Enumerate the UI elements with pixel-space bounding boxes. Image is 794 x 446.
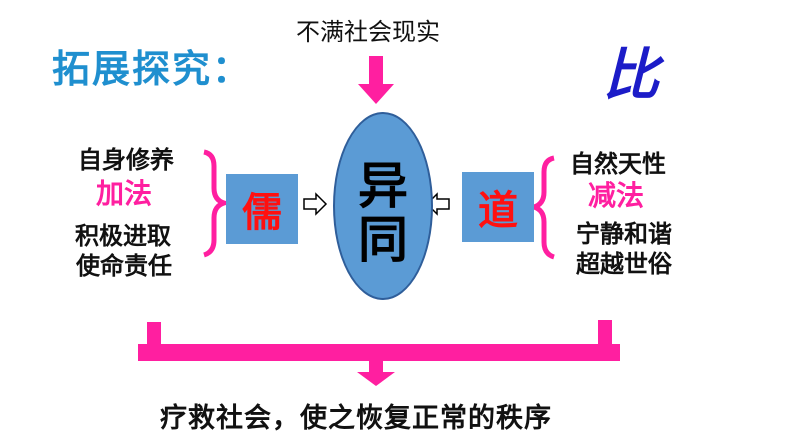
- page-title: 拓展探究：: [52, 47, 253, 91]
- right-method: 减法: [588, 179, 645, 212]
- center-char-1: 异: [358, 157, 408, 215]
- left-method: 加法: [96, 177, 153, 210]
- compare-label: 比: [603, 43, 659, 108]
- right-line-3: 超越世俗: [576, 250, 672, 278]
- top-down-arrow: [358, 56, 394, 104]
- left-line-1: 自身修养: [78, 146, 174, 174]
- bottom-conclusion: 疗救社会，使之恢复正常的秩序: [160, 403, 552, 434]
- left-line-2: 积极进取: [75, 222, 171, 250]
- right-line-1: 自然天性: [570, 150, 666, 178]
- right-line-2: 宁静和谐: [576, 220, 672, 248]
- center-ellipse: [333, 112, 433, 300]
- right-brace: [525, 155, 555, 260]
- left-brace: [203, 149, 233, 258]
- bottom-bracket: [138, 320, 620, 386]
- center-char-2: 同: [358, 211, 408, 269]
- left-line-3: 使命责任: [76, 252, 172, 280]
- hollow-arrow-right: [303, 192, 328, 216]
- top-cause-label: 不满社会现实: [296, 18, 440, 46]
- school-box-confucian: 儒: [226, 174, 298, 244]
- school-box-daoist: 道: [462, 172, 534, 242]
